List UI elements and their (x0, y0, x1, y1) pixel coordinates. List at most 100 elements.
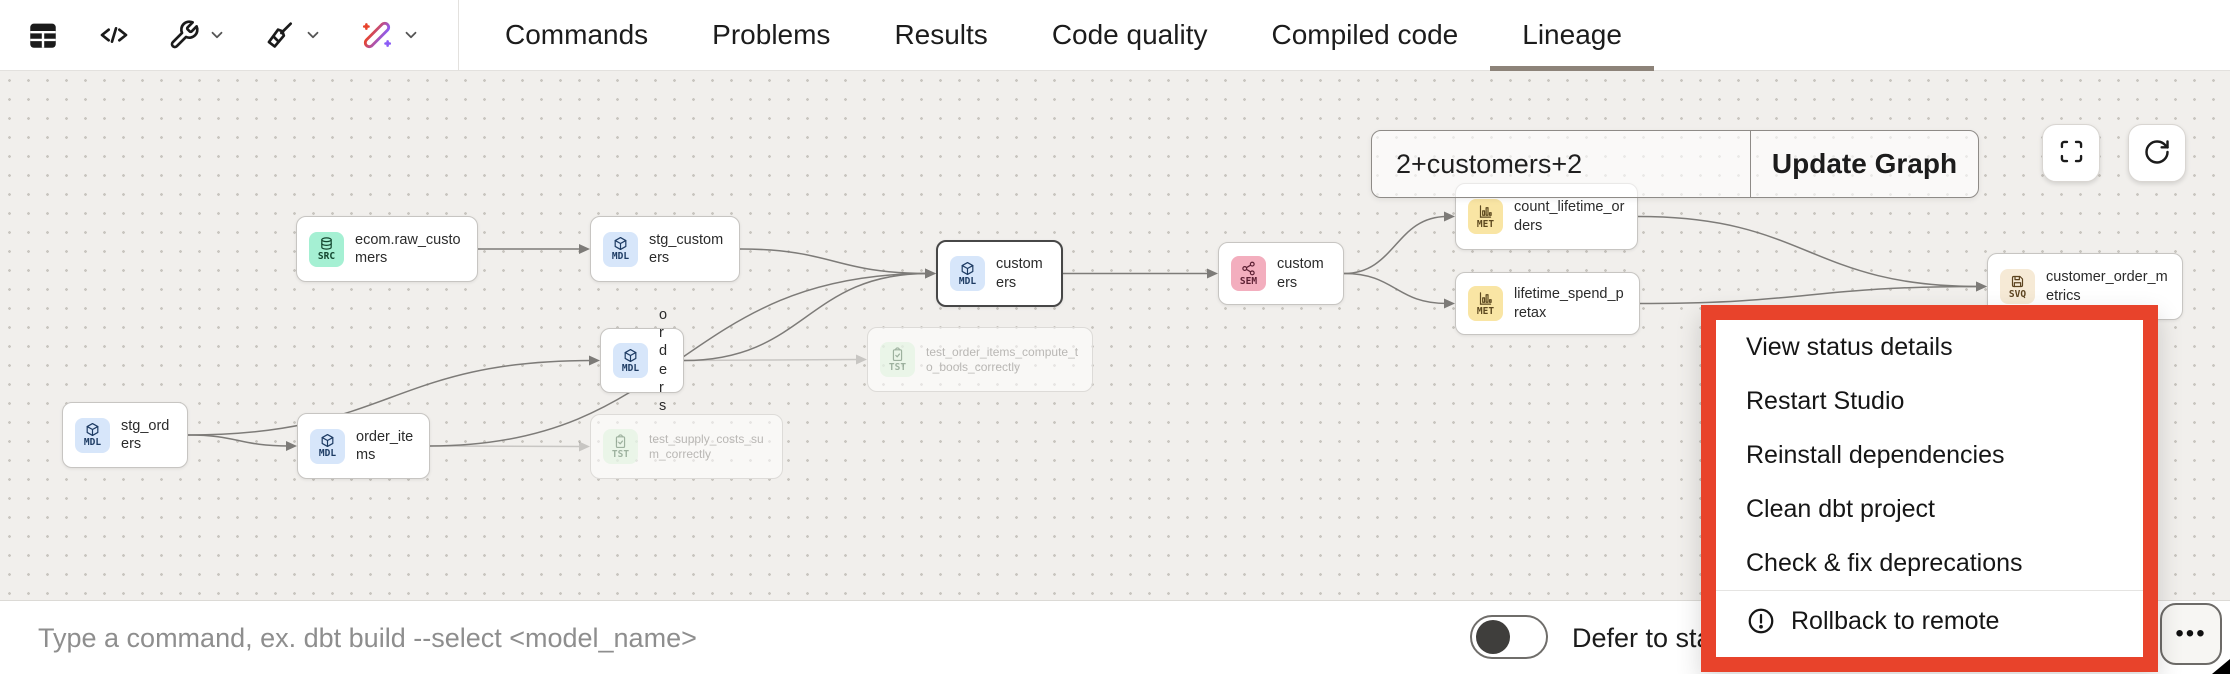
clean-button[interactable] (264, 19, 322, 51)
badge-label: MDL (621, 362, 640, 374)
model-badge: MDL (310, 428, 345, 464)
edge-customers_mdl-to-customers_sem (1063, 268, 1218, 279)
model-badge: MDL (613, 343, 648, 378)
refresh-button[interactable] (2128, 124, 2186, 182)
test-badge: TST (603, 429, 638, 464)
alert-icon (1748, 608, 1774, 634)
lineage-node-lifetime_spend_pretax[interactable]: MET lifetime_spend_pretax (1455, 272, 1640, 335)
badge-label: MDL (83, 437, 102, 449)
more-options-button[interactable]: ••• (2160, 603, 2222, 665)
cursor (2212, 659, 2230, 674)
lineage-node-order_items[interactable]: MDL order_items (297, 413, 430, 479)
edge-ecom_raw_customers-to-stg_customers (478, 244, 590, 254)
menu-item-label: Reinstall dependencies (1746, 440, 2005, 469)
node-label: order_items (356, 428, 414, 463)
node-label: test_supply_costs_sum_correctly (649, 431, 764, 461)
lineage-node-test_order_items[interactable]: TST test_order_items_compute_to_bools_cor… (867, 327, 1093, 392)
edge-customers_sem-to-lifetime_spend_pretax (1343, 272, 1455, 309)
fullscreen-button[interactable] (2042, 124, 2100, 182)
test-icon (615, 434, 626, 448)
source-icon (321, 237, 332, 250)
metric-badge: MET (1468, 286, 1503, 321)
selector-input[interactable]: 2+customers+2 (1396, 148, 1583, 179)
lineage-node-customers_mdl[interactable]: MDL customers (936, 240, 1063, 307)
tab-lineage[interactable]: Lineage (1490, 0, 1654, 71)
code-icon (98, 19, 130, 51)
model-icon (86, 423, 99, 437)
source-badge: SRC (309, 231, 344, 267)
badge-label: TST (611, 448, 630, 460)
node-label: test_order_items_compute_to_bools_correc… (926, 344, 1079, 374)
command-input[interactable]: Type a command, ex. dbt build --select <… (38, 622, 697, 653)
edge-stg_orders-to-orders (187, 355, 600, 436)
menu-item-label: Rollback to remote (1791, 606, 2000, 635)
menu-item-clean-dbt-project[interactable]: Clean dbt project (1716, 482, 2143, 536)
node-label: lifetime_spend_pretax (1514, 286, 1624, 321)
model-badge: MDL (75, 417, 110, 453)
model-badge: MDL (603, 231, 638, 267)
build-button[interactable] (168, 19, 226, 51)
menu-item-label: Clean dbt project (1746, 494, 1936, 523)
badge-label: TST (888, 361, 907, 373)
badge-label: SEM (1239, 275, 1258, 287)
lineage-node-ecom_raw_customers[interactable]: SRC ecom.raw_customers (296, 216, 478, 282)
node-label: ecom.raw_customers (355, 231, 461, 266)
menu-item-view-status-details[interactable]: View status details (1716, 320, 2143, 374)
tab-compiled-code[interactable]: Compiled code (1271, 19, 1459, 50)
fullscreen-icon (2058, 138, 2085, 168)
node-label: customers (996, 256, 1043, 291)
semantic-badge: SEM (1231, 256, 1266, 291)
badge-label: MDL (958, 275, 977, 287)
menu-item-reinstall-dependencies[interactable]: Reinstall dependencies (1716, 428, 2143, 482)
menu-item-restart-studio[interactable]: Restart Studio (1716, 374, 2143, 428)
tab-code-quality[interactable]: Code quality (1051, 19, 1208, 50)
table-button[interactable] (26, 18, 60, 52)
toolbar: Commands Problems Results Code quality Compi… (0, 0, 2230, 71)
tab-results[interactable]: Results (894, 19, 988, 50)
code-button[interactable] (98, 19, 130, 51)
edge-stg_orders-to-order_items (187, 434, 297, 451)
menu-item-label: Restart Studio (1746, 386, 1905, 415)
toolbar-divider (458, 0, 459, 71)
metric-badge: MET (1468, 199, 1503, 234)
edge-order_items-to-test_supply_costs (429, 441, 590, 452)
metric-icon (1479, 292, 1492, 305)
refresh-icon (2143, 138, 2171, 169)
model-icon (961, 261, 974, 275)
saved_query-badge: SVQ (2000, 269, 2035, 304)
menu-item-check-fix-deprecations[interactable]: Check & fix deprecations (1716, 536, 2143, 590)
edge-lifetime_spend_pretax-to-customer_order_metrics (1639, 281, 1987, 305)
badge-label: SVQ (2008, 288, 2027, 300)
model-icon (321, 434, 334, 448)
badge-label: MET (1476, 218, 1495, 230)
chevron-down-icon (402, 26, 420, 44)
test-badge: TST (880, 342, 915, 377)
graph-selector: 2+customers+2 Update Graph (1371, 130, 1979, 198)
model-icon (614, 237, 627, 251)
menu-item-label: Check & fix deprecations (1746, 548, 2023, 577)
lineage-edges (187, 211, 1987, 452)
update-graph-button[interactable]: Update Graph (1750, 131, 1978, 197)
model-badge: MDL (950, 256, 985, 291)
test-icon (892, 347, 903, 361)
badge-label: MDL (611, 251, 630, 263)
edge-orders-to-test_order_items (683, 354, 867, 365)
toggle-knob (1476, 620, 1510, 654)
tab-problems[interactable]: Problems (712, 19, 831, 50)
defer-toggle[interactable] (1470, 615, 1548, 659)
menu-item-rollback-to-remote[interactable]: Rollback to remote (1716, 590, 2143, 651)
lineage-node-test_supply_costs[interactable]: TST test_supply_costs_sum_correctly (590, 414, 783, 479)
menu-item-label: View status details (1746, 332, 1953, 361)
metric-icon (1479, 205, 1492, 218)
tab-commands[interactable]: Commands (505, 19, 649, 50)
table-icon (26, 18, 60, 52)
assist-button[interactable] (360, 18, 420, 52)
tab-bar: Commands Problems Results Code quality Compi… (505, 0, 1654, 71)
edge-customers_sem-to-count_lifetime_orders (1343, 211, 1455, 275)
